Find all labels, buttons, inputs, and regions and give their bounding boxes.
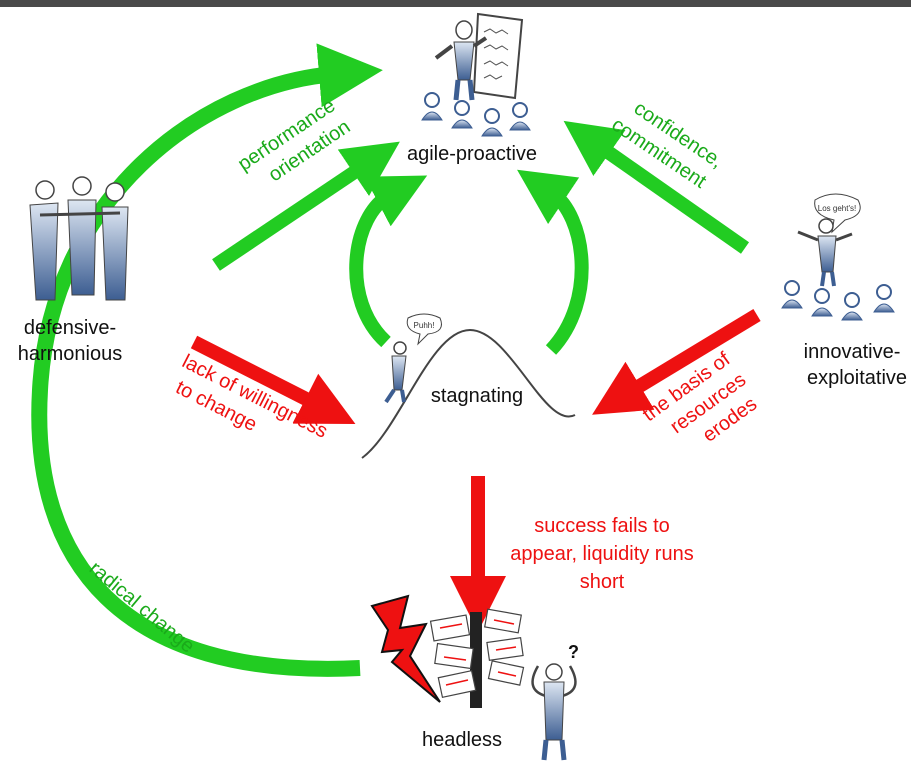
confidence-arrow xyxy=(563,120,750,254)
node-innovative-line2: exploitative xyxy=(807,367,907,389)
hiker-icon: Puhh! xyxy=(384,313,442,404)
lightning-icon xyxy=(370,594,441,703)
node-defensive-line2: harmonious xyxy=(18,343,123,365)
performance-arrow xyxy=(212,141,400,271)
willingness-arrow xyxy=(190,335,356,425)
presenter-flipchart-icon xyxy=(434,12,524,101)
label-radical-change: radical change xyxy=(85,557,199,657)
audience-icon xyxy=(421,92,531,137)
label-success-line3: short xyxy=(580,571,625,593)
label-success-line1: success fails to xyxy=(534,515,670,537)
stagnating-left-loop-arrow xyxy=(349,175,428,348)
speaker-audience-icon: Los geht's! xyxy=(781,193,895,321)
top-bar xyxy=(0,0,911,7)
resources-arrow xyxy=(592,309,761,415)
node-stagnating: stagnating xyxy=(431,385,523,407)
node-innovative-line1: innovative- xyxy=(804,341,901,363)
speech-bubble-puhh: Puhh! xyxy=(414,321,435,330)
node-defensive-line1: defensive- xyxy=(24,317,116,339)
stagnating-right-loop-arrow xyxy=(517,169,589,355)
node-agile-proactive: agile-proactive xyxy=(407,143,537,165)
confused-person-icon: ? xyxy=(531,642,579,761)
svg-text:?: ? xyxy=(568,642,579,662)
speech-bubble-los: Los geht's! xyxy=(818,204,856,213)
node-headless: headless xyxy=(422,729,502,751)
signpost-icon xyxy=(429,608,525,708)
label-success-line2: appear, liquidity runs xyxy=(510,543,693,565)
radical-change-arrow xyxy=(31,43,383,677)
group-embrace-icon xyxy=(29,176,129,301)
hill-curve xyxy=(361,328,576,459)
